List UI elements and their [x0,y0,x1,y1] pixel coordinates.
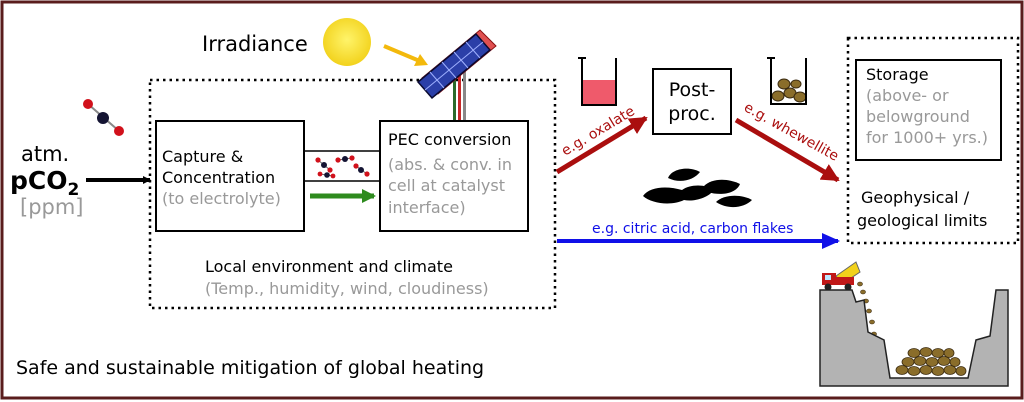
oxalate-beaker-icon [578,57,617,106]
sun-icon [323,18,371,66]
pec-detail-line2: cell at catalyst [388,176,505,195]
whewellite-beaker-icon [767,57,807,105]
pec-detail-line1: (abs. & conv. in [388,155,512,174]
carbon-flakes-icon [643,168,752,208]
solar-panel-icon [416,29,497,122]
storage-box [855,59,1002,161]
irradiance-label: Irradiance [202,32,308,56]
pec-detail-line3: interface) [388,198,466,217]
storage-outer-box [846,36,1020,245]
storage-detail-line2: belowground [866,107,970,126]
oxalate-arrow [555,115,648,175]
postproc-line1: Post- [669,79,716,101]
geo-limits-line1: Geophysical / [861,188,970,207]
sunlight-arrow [383,44,423,64]
footer-caption: Safe and sustainable mitigation of globa… [16,357,484,379]
input-pco2-subscript: 2 [68,180,80,200]
citric-carbon-label: e.g. citric acid, carbon flakes [592,221,793,237]
local-environment-detail: (Temp., humidity, wind, cloudiness) [205,279,489,298]
capture-box [155,120,305,232]
input-pco2-label: pCO2 [10,166,79,200]
storage-title: Storage [866,65,929,84]
pec-title: PEC conversion [388,130,511,149]
postproc-line2: proc. [668,103,716,125]
dissolved-co2-molecules-icon [315,155,370,179]
local-environment-box [148,78,557,310]
input-ppm-label: [ppm] [20,195,84,219]
postproc-box [652,68,732,135]
stored-material-icon [895,347,967,376]
co2-molecule-icon [83,99,124,136]
input-atm-label: atm. [21,142,69,166]
pec-box [379,120,529,232]
storage-detail-line1: (above- or [866,86,949,105]
dump-truck-icon [822,261,861,291]
geological-pit-icon [819,289,1009,387]
capture-detail: (to electrolyte) [162,189,281,208]
capture-title-line2: Concentration [162,168,275,187]
local-environment-title: Local environment and climate [205,257,453,276]
whewellite-arrow [734,117,840,183]
geo-limits-line2: geological limits [857,211,987,230]
storage-detail-line3: for 1000+ yrs.) [866,128,988,147]
capture-title-line1: Capture & [162,147,243,166]
